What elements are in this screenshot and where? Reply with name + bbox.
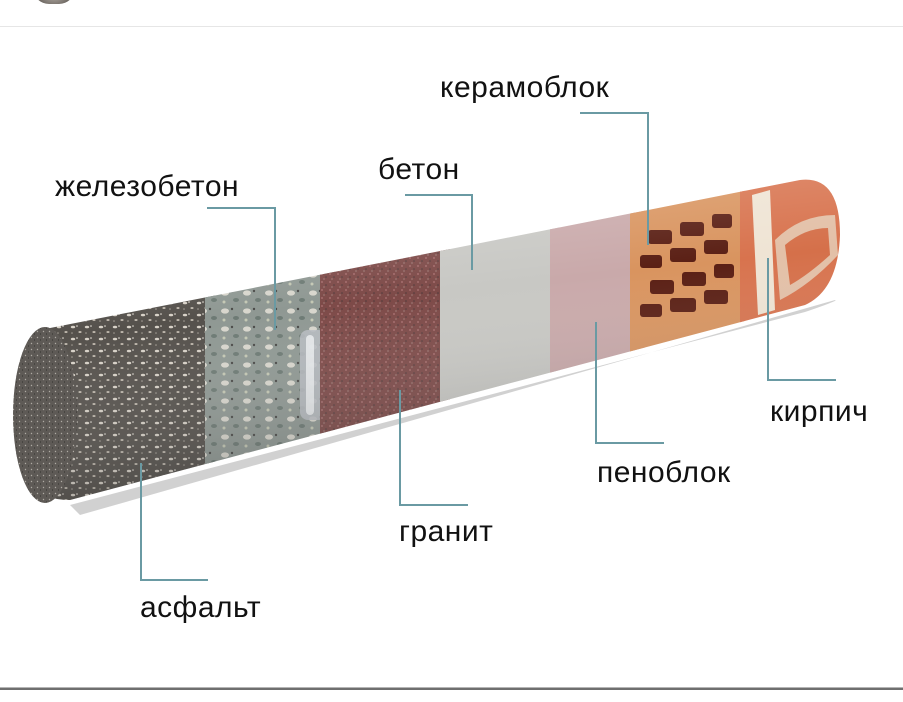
core-sample-illustration bbox=[13, 112, 841, 581]
leader-asfalt bbox=[140, 463, 208, 581]
bottom-bar bbox=[0, 688, 903, 702]
asphalt-end-face bbox=[13, 327, 77, 503]
label-zhelezobeton: железобетон bbox=[55, 170, 240, 203]
label-kirpich: кирпич bbox=[770, 395, 869, 428]
label-asfalt: асфальт bbox=[140, 591, 262, 624]
label-penoblok: пеноблок bbox=[597, 456, 731, 489]
leader-granit bbox=[399, 390, 468, 506]
leader-beton bbox=[405, 194, 473, 270]
leader-penoblok bbox=[595, 322, 664, 444]
top-bar bbox=[0, 0, 903, 27]
leader-zhelezobeton bbox=[207, 207, 276, 330]
diagram-stage: железобетон керамоблок бетон кирпич пено… bbox=[0, 27, 903, 687]
leader-kirpich bbox=[767, 258, 836, 381]
leader-keramoblok bbox=[580, 112, 649, 245]
avatar[interactable] bbox=[33, 0, 75, 4]
leader-lines bbox=[140, 112, 836, 581]
label-granit: гранит bbox=[399, 515, 494, 548]
label-beton: бетон bbox=[378, 153, 460, 186]
label-keramoblok: керамоблок bbox=[440, 71, 610, 104]
